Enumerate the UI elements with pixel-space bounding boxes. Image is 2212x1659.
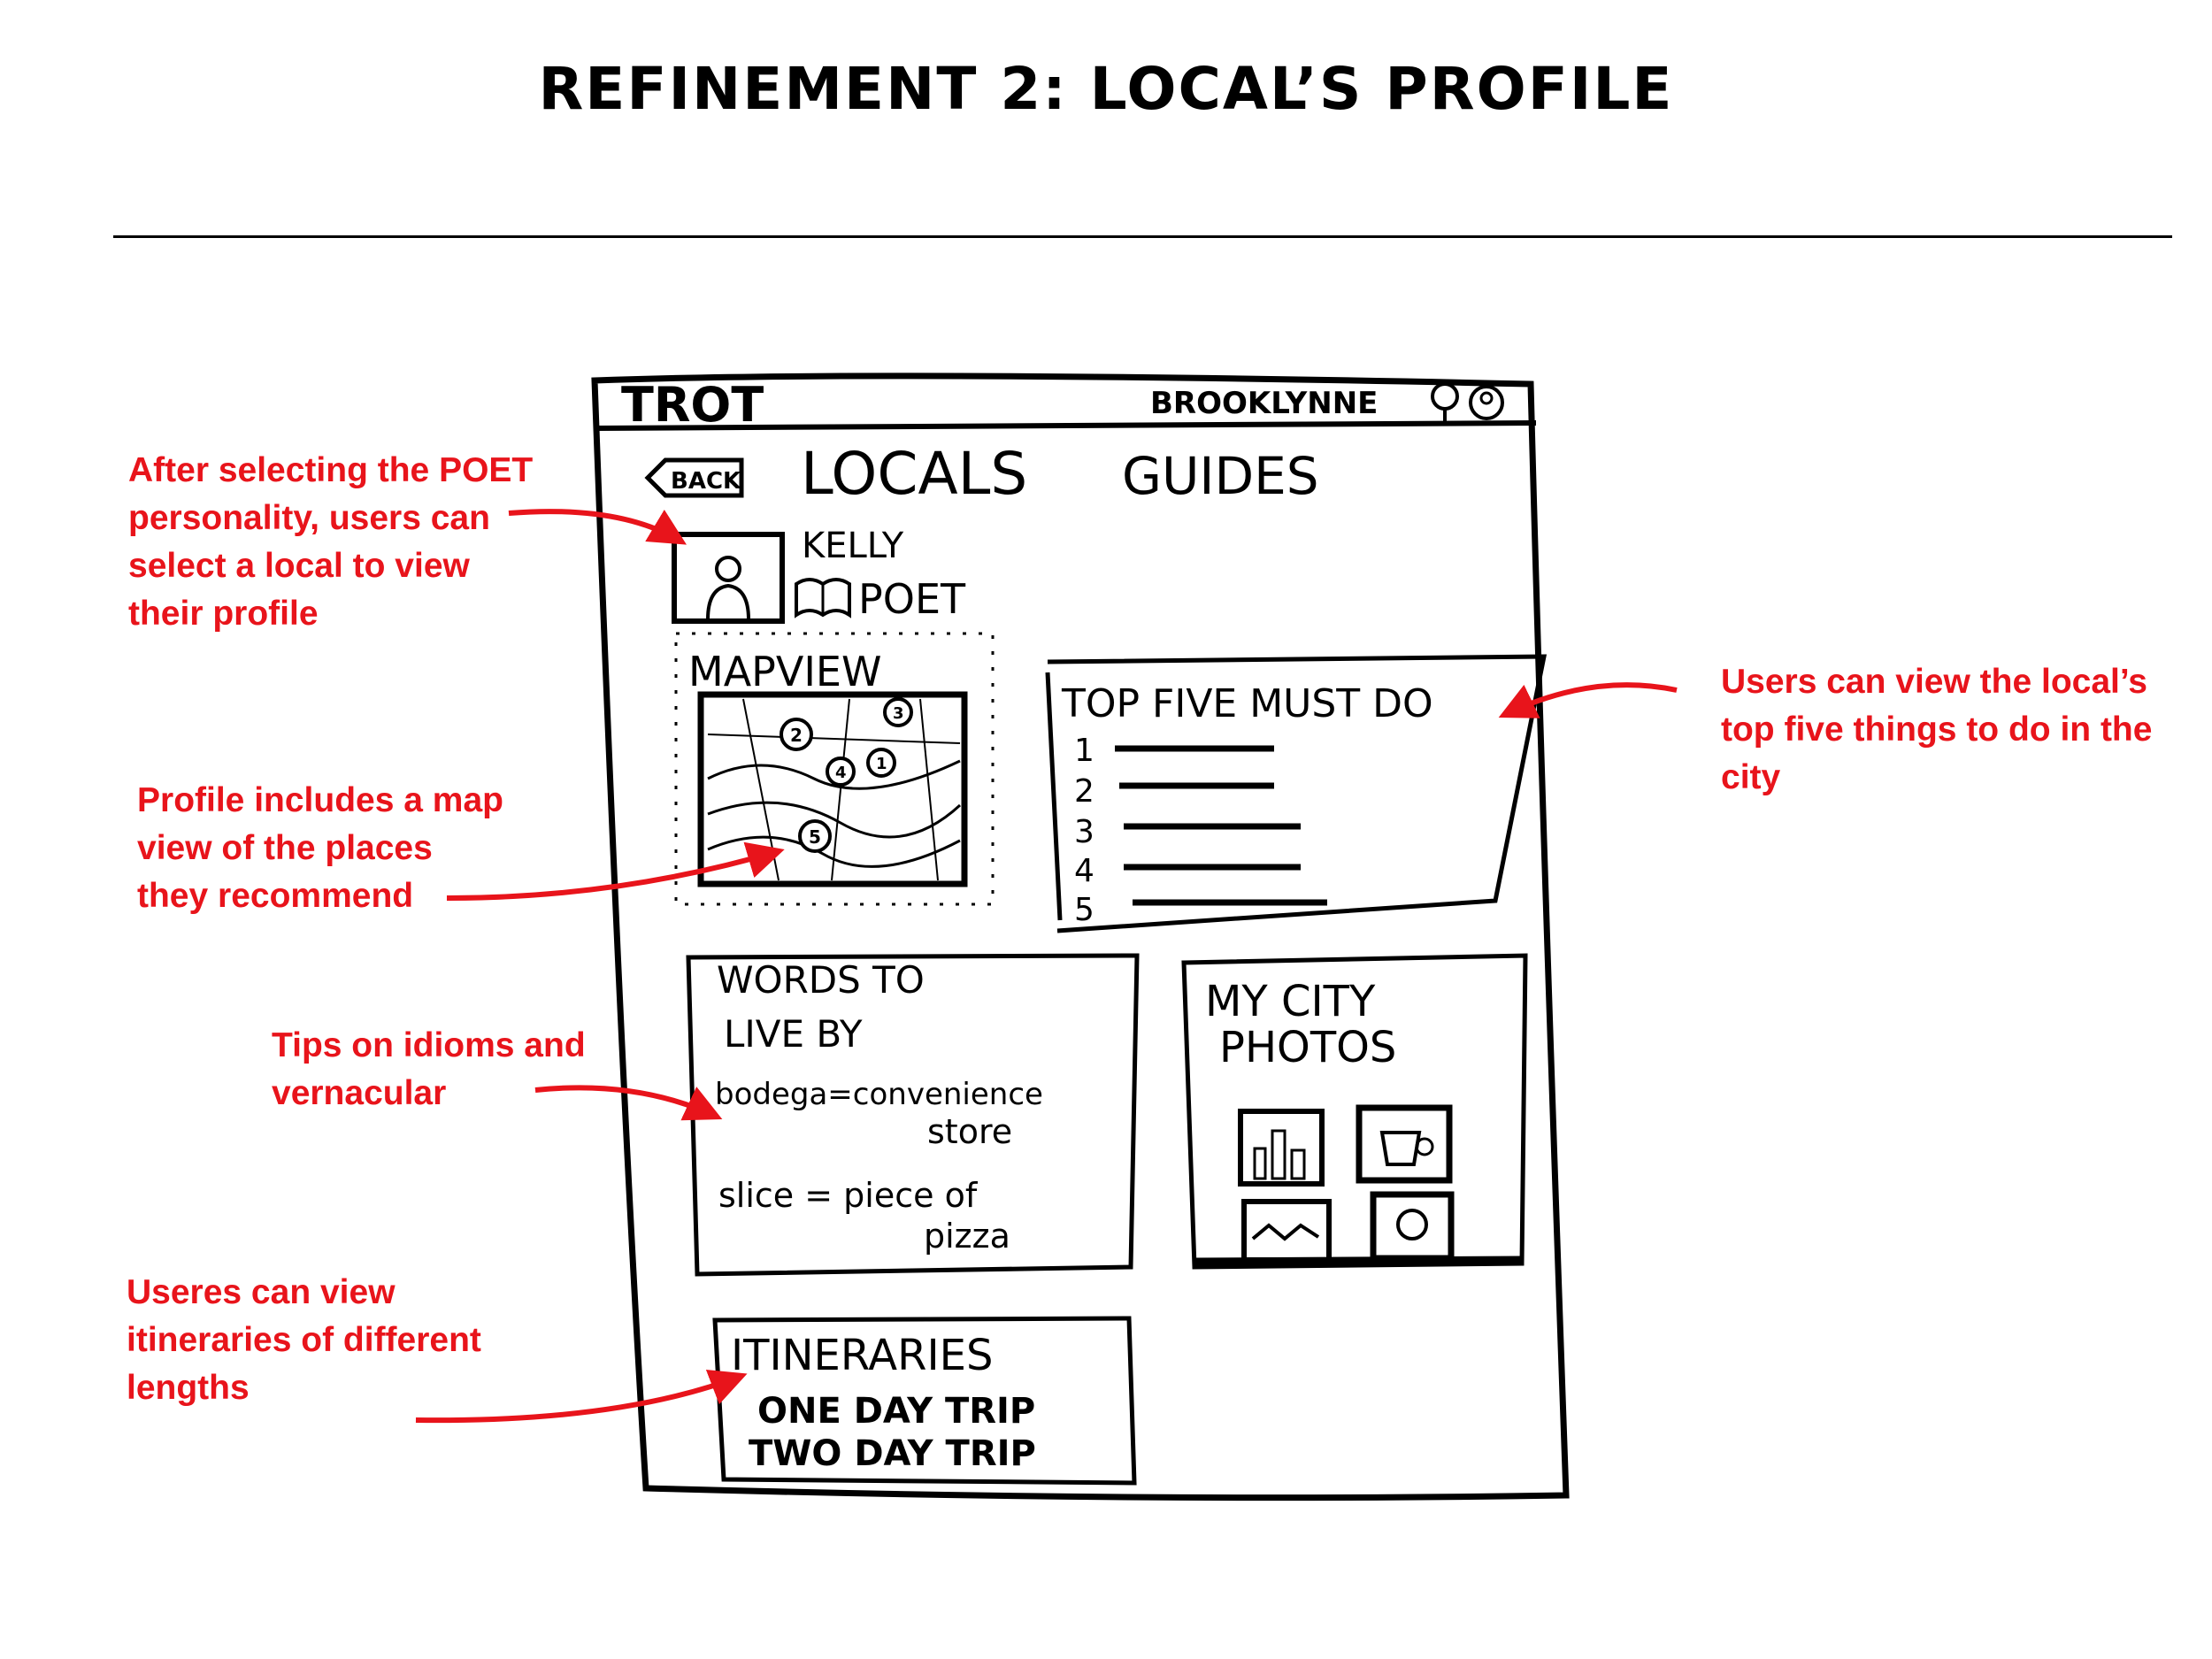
top-five-number: 3 [1074, 814, 1094, 850]
book-icon [795, 578, 851, 618]
top-five-item[interactable]: 2 [1074, 773, 1274, 810]
city-photo-coffee[interactable] [1356, 1104, 1453, 1184]
top-five-item[interactable]: 3 [1074, 814, 1301, 850]
itinerary-two-day[interactable]: TWO DAY TRIP [749, 1433, 1036, 1474]
app-logo: TROT [621, 377, 764, 433]
profile-card[interactable]: KELLY POET [672, 526, 966, 624]
tab-guides[interactable]: GUIDES [1122, 446, 1319, 506]
map-pin-icon: 1 [866, 748, 896, 778]
arrow-top-five [1498, 682, 1678, 718]
map-pin-icon: 5 [798, 819, 832, 853]
words-title-line1: WORDS TO [717, 958, 925, 1002]
photos-title-line1: MY CITY [1205, 977, 1376, 1026]
top-five-number: 1 [1074, 733, 1094, 769]
profile-photo [672, 532, 785, 624]
top-five-card[interactable]: TOP FIVE MUST DO 1 2 3 4 5 [1045, 654, 1548, 933]
itinerary-one-day[interactable]: ONE DAY TRIP [757, 1391, 1035, 1432]
sketch-frame [591, 373, 1570, 1502]
photos-card[interactable]: MY CITY PHOTOS [1181, 953, 1528, 1270]
map-pin-label: 1 [876, 755, 887, 773]
top-five-number: 5 [1074, 892, 1094, 928]
profile-name: KELLY [802, 526, 904, 566]
location-pin-icon[interactable] [1431, 382, 1459, 423]
profile-personality: POET [858, 575, 966, 623]
city-photo-buildings[interactable] [1238, 1109, 1325, 1187]
annotation-top-five: Users can view the local’s top five thin… [1721, 663, 2153, 796]
page-title: REFINEMENT 2: LOCAL’S PROFILE [538, 55, 1674, 123]
map-pin-label: 2 [790, 725, 803, 746]
top-five-number: 4 [1074, 853, 1094, 889]
arrow-map-view [446, 841, 785, 901]
photos-title-line2: PHOTOS [1219, 1023, 1396, 1072]
itineraries-title: ITINERARIES [731, 1331, 993, 1380]
arrow-idioms [534, 1085, 723, 1121]
city-photo-portrait[interactable] [1370, 1191, 1455, 1262]
top-five-item[interactable]: 5 [1074, 892, 1327, 928]
map-pin-icon: 2 [780, 718, 813, 751]
idiom-slice: slice = piece of [718, 1176, 979, 1215]
tab-locals[interactable]: LOCALS [801, 440, 1027, 508]
divider [113, 235, 2172, 238]
user-avatar-icon[interactable] [1469, 385, 1504, 420]
top-five-item[interactable]: 1 [1074, 733, 1274, 769]
annotation-select-local: After selecting the POET personality, us… [128, 451, 534, 633]
header-divider [597, 420, 1537, 431]
annotation-map-view: Profile includes a map view of the place… [137, 781, 503, 915]
map-view-title: MAPVIEW [688, 648, 881, 695]
annotation-itineraries: Useres can view itineraries of different… [127, 1273, 481, 1407]
back-button-label: BACK [671, 468, 741, 495]
top-five-item[interactable]: 4 [1074, 853, 1301, 889]
person-icon [706, 556, 750, 620]
map-pin-icon: 3 [883, 697, 913, 727]
map-pin-icon: 4 [826, 757, 856, 787]
words-title-line2: LIVE BY [724, 1012, 863, 1056]
annotation-idioms: Tips on idioms and vernacular [272, 1026, 586, 1112]
arrow-select-local [508, 509, 687, 545]
back-button[interactable]: BACK [644, 457, 744, 498]
top-five-title: TOP FIVE MUST DO [1061, 681, 1433, 726]
city-photo-landscape[interactable] [1241, 1199, 1332, 1263]
top-five-number: 2 [1074, 773, 1094, 810]
idiom-bodega-cont: store [927, 1112, 1012, 1151]
words-card[interactable]: WORDS TO LIVE BY bodega=convenience stor… [686, 953, 1140, 1277]
idiom-bodega: bodega=convenience [715, 1077, 1043, 1112]
user-name[interactable]: BROOKLYNNE [1150, 386, 1378, 421]
itineraries-card[interactable]: ITINERARIES ONE DAY TRIP TWO DAY TRIP [712, 1316, 1137, 1486]
map-pin-label: 3 [893, 704, 904, 723]
map-pin-label: 5 [809, 826, 821, 848]
map-thumbnail[interactable]: 2 3 4 1 5 [697, 691, 968, 887]
map-pin-label: 4 [835, 764, 847, 782]
idiom-slice-cont: pizza [924, 1217, 1010, 1256]
arrow-itineraries [415, 1369, 748, 1424]
